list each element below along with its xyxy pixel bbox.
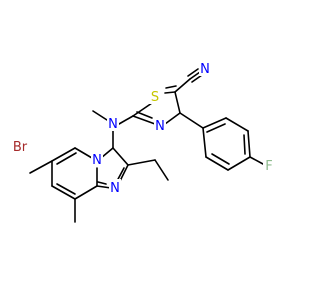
bond [225,117,249,132]
bond [74,147,93,159]
bond [249,156,264,165]
bond [202,117,227,129]
bond [136,111,153,119]
atom-label-n-bridgehead: N [92,153,102,168]
bond [165,85,177,89]
bond [96,185,112,189]
bond [164,112,181,125]
atom-labels: Br N N N S N N [10,60,275,196]
bond [127,159,156,166]
atom-label-f: F [265,159,272,174]
bond [56,183,76,195]
nitrogen-atom: N [91,151,103,168]
atom-label-n-thiazole: N [155,119,165,134]
nitrogen-atom: N [109,179,121,196]
bond [247,130,251,158]
atom-label-n-amine: N [108,117,118,132]
bond [187,68,199,77]
bond [51,147,76,162]
bond [97,181,107,185]
bonds [29,68,264,223]
sulfur-atom: S [149,88,161,105]
nitrogen-atom: N [154,117,166,134]
bond [112,147,129,166]
bond [132,115,156,125]
bond [205,156,229,171]
bond [92,110,108,121]
bromine-atom: Br [10,138,30,155]
bond [132,102,153,117]
bond [118,115,134,125]
bond [74,185,98,200]
molecule-structure: Br N N N S N N [10,60,275,223]
fluorine-atom: F [263,157,275,174]
bond [206,123,226,133]
atom-label-br: Br [13,140,28,155]
bond [174,78,191,93]
bond [189,71,201,80]
bond [56,152,77,165]
bond [191,74,203,83]
bond [51,185,76,200]
bond [227,156,251,171]
bond [243,134,246,155]
nitrogen-atom: N [107,115,119,132]
bond [116,167,125,182]
bond [174,91,181,114]
nitrogen-atom: N [199,60,211,77]
bond [211,153,230,165]
bond [154,159,169,181]
bond [164,91,176,94]
bond [179,112,204,129]
atom-label-n-nitrile: N [200,62,210,77]
atom-label-n-imidazole: N [110,181,120,196]
bond [29,160,53,174]
atom-label-s-thiazole: S [151,90,159,105]
molecule-canvas: Br N N N S N N [10,60,275,223]
bond [202,127,207,158]
